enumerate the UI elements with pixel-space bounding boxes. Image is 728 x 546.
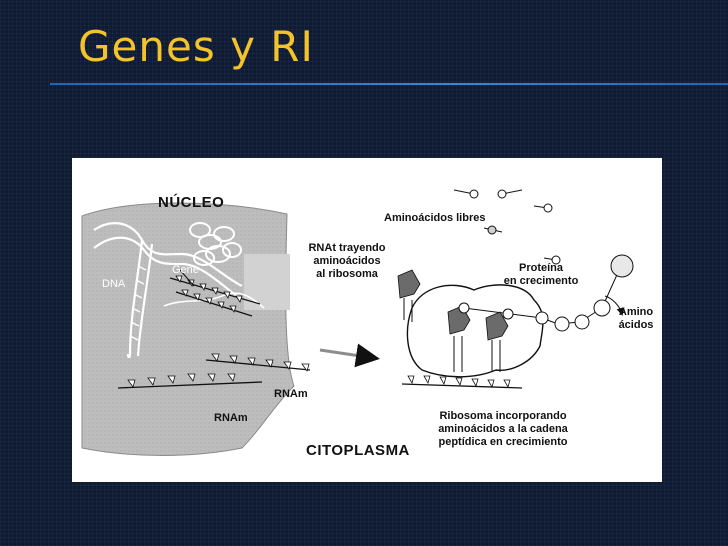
- trna-molecules: [397, 269, 509, 341]
- dna-rungs: [129, 265, 147, 341]
- trna-label-line-1: RNAt trayendo: [308, 242, 386, 254]
- mrna-label-2: RNAm: [214, 412, 248, 424]
- dna-helix: [93, 222, 243, 359]
- trna-label: RNAt trayendo aminoácidos al ribosoma: [304, 242, 390, 281]
- diagram-panel: NÚCLEO DNA Gene Aminoácidos libres RNAt …: [72, 158, 662, 482]
- codon-strand-2: [175, 289, 253, 317]
- free-amino-acids: [453, 189, 561, 265]
- ribosome: [406, 284, 544, 378]
- free-amino-acids-label: Aminoácidos libres: [384, 212, 486, 224]
- ribosome-mrna: [401, 375, 523, 389]
- protein-label-line-1: Proteína: [518, 262, 563, 274]
- peptide-chain: [458, 254, 634, 332]
- ribosome-label-line-3: peptídica en crecimiento: [438, 436, 568, 448]
- mrna-exiting: [117, 353, 311, 389]
- slide-title: Genes y RI: [78, 22, 314, 71]
- trna-label-line-2: aminoácidos: [313, 255, 381, 267]
- transport-arrow: [319, 343, 380, 368]
- ribosome-label-line-2: aminoácidos a la cadena: [438, 423, 568, 435]
- ribosome-label-line-1: Ribosoma incorporando: [439, 410, 567, 422]
- gene-label: Gene: [172, 264, 199, 276]
- chromatin-coil: [189, 222, 242, 266]
- amino-acids-label: Amino ácidos: [616, 306, 656, 332]
- protein-synthesis-diagram: [81, 189, 634, 456]
- nucleus-label: NÚCLEO: [158, 194, 225, 211]
- amino-acid-pointer: [604, 295, 625, 316]
- protein-label-line-2: en crecimento: [503, 275, 579, 287]
- codon-strand-1: [169, 275, 261, 305]
- gene-pointer: [179, 269, 195, 287]
- cytoplasm-label: CITOPLASMA: [306, 442, 410, 459]
- ribosome-label: Ribosoma incorporando aminoácidos a la c…: [428, 410, 578, 449]
- dna-label: DNA: [102, 278, 126, 290]
- amino-acids-label-line-2: ácidos: [618, 319, 654, 331]
- mrna-strand-nucleus: [163, 292, 265, 309]
- nucleus-region: [81, 202, 295, 456]
- amino-acids-label-line-1: Amino: [618, 306, 654, 318]
- trna-stems: [403, 298, 501, 372]
- mrna-label-1: RNAm: [274, 388, 308, 400]
- gene-highlight: [244, 254, 290, 310]
- protein-label: Proteína en crecimento: [496, 262, 586, 288]
- trna-label-line-3: al ribosoma: [316, 268, 378, 280]
- title-divider: [50, 83, 728, 85]
